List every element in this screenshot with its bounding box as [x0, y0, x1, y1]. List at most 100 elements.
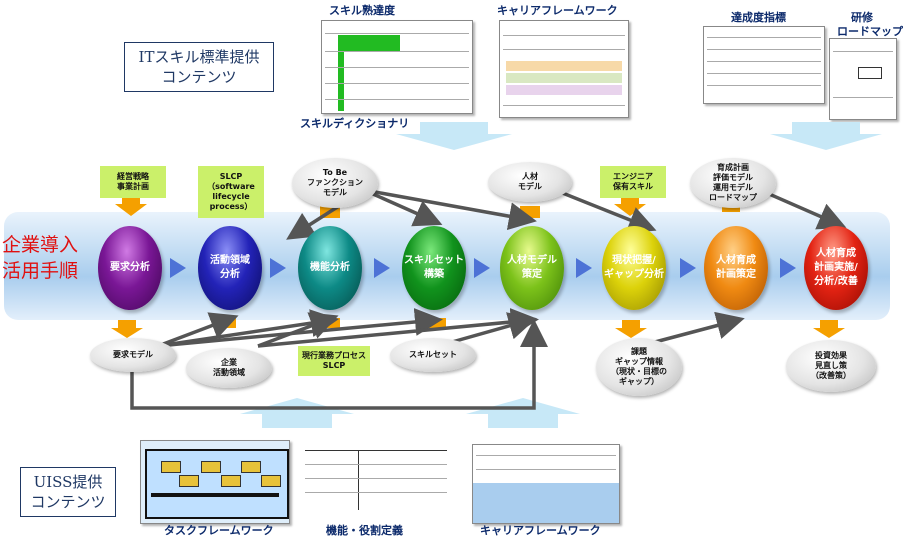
- training-roadmap-label-2: ロードマップ: [837, 25, 903, 38]
- achievement-index-thumbnail: [703, 26, 825, 104]
- tobe-line1: To Be: [322, 168, 348, 177]
- hr-model-line2: モデル: [518, 182, 542, 191]
- dev-plan-line1: 育成計画: [717, 163, 749, 172]
- uiss-box: UISS提供 コンテンツ: [20, 467, 116, 517]
- phase-label: 現状把握/: [612, 255, 656, 266]
- enterprise-area-line2: 活動領域: [213, 368, 245, 377]
- roi-line1: 投資効果: [815, 351, 847, 360]
- it-skill-standard-box: ITスキル標準提供 コンテンツ: [124, 42, 274, 92]
- uiss-line1: UISS提供: [33, 473, 103, 491]
- enterprise-area-line1: 企業: [221, 358, 237, 367]
- phase-label: 機能分析: [310, 262, 350, 273]
- hr-model-line1: 人材: [522, 172, 538, 181]
- flow-arrow-3: [374, 258, 390, 278]
- phase-label: 構築: [424, 269, 444, 280]
- big-arrow-skill-dictionary: [396, 122, 512, 150]
- slcp-line1: SLCP: [219, 172, 243, 181]
- phase-label: 計画策定: [716, 269, 756, 280]
- phase-label: 要求分析: [110, 262, 150, 273]
- phase-label: 策定: [522, 269, 542, 280]
- skill-level-sheet-thumbnail: [321, 20, 473, 114]
- side-title-line1: 企業導入: [2, 234, 79, 256]
- flow-arrow-2: [270, 258, 286, 278]
- training-roadmap-thumbnail: [829, 38, 897, 120]
- career-framework-top-thumbnail: [499, 20, 629, 118]
- it-skill-line1: ITスキル標準提供: [138, 48, 260, 66]
- engineer-skill-box: エンジニア保有スキル: [600, 166, 666, 198]
- issues-cloud: 課題ギャップ情報（現状・目標のギャップ）: [596, 338, 682, 396]
- phase-label: 分析/改善: [814, 276, 858, 287]
- career-framework-top-label: キャリアフレームワーク: [497, 4, 618, 17]
- flow-arrow-4: [474, 258, 490, 278]
- phase-skill-set-construction: スキルセット構築: [402, 226, 466, 310]
- hr-model-cloud: 人材モデル: [488, 162, 572, 202]
- phase-dev-plan-creation: 人材育成計画策定: [704, 226, 768, 310]
- req-model-label: 要求モデル: [113, 350, 153, 359]
- skill-set-cloud: スキルセット: [390, 338, 476, 372]
- skill-level-label: スキル熟達度: [329, 4, 395, 17]
- big-arrow-roadmap: [770, 122, 882, 150]
- flow-arrow-7: [780, 258, 796, 278]
- big-arrow-uiss-right: [466, 398, 580, 428]
- dev-plan-cloud: 育成計画評価モデル運用モデルロードマップ: [690, 158, 776, 208]
- flow-arrow-6: [680, 258, 696, 278]
- issues-line3: （現状・目標の: [611, 367, 667, 376]
- side-title-line2: 活用手順: [2, 260, 79, 282]
- achievement-index-label: 達成度指標: [731, 11, 786, 24]
- phase-label: スキルセット: [404, 255, 464, 266]
- current-process-line1: 現行業務プロセス: [302, 351, 366, 360]
- phase-label: 人材モデル: [507, 255, 557, 266]
- phase-activity-area-analysis: 活動領域分析: [198, 226, 262, 310]
- it-skill-line2: コンテンツ: [161, 68, 237, 86]
- tobe-line3: モデル: [323, 188, 347, 197]
- training-roadmap-label-1: 研修: [851, 11, 873, 24]
- current-process-line2: SLCP: [322, 361, 346, 370]
- function-role-thumbnail: [302, 444, 450, 520]
- phase-label: 人材育成: [716, 255, 756, 266]
- slcp-line2: （software: [207, 182, 255, 191]
- dev-plan-line3: 運用モデル: [713, 183, 753, 192]
- big-arrow-uiss-left: [240, 398, 354, 428]
- enterprise-area-cloud: 企業活動領域: [186, 348, 272, 388]
- career-framework-bottom-label: キャリアフレームワーク: [480, 524, 601, 537]
- task-framework-label: タスクフレームワーク: [164, 524, 274, 537]
- engineer-skill-line2: 保有スキル: [613, 182, 653, 191]
- issues-line2: ギャップ情報: [615, 357, 663, 366]
- skill-set-label: スキルセット: [409, 350, 457, 359]
- req-model-cloud: 要求モデル: [90, 338, 176, 372]
- career-framework-bottom-thumbnail: [472, 444, 620, 524]
- issues-line4: ギャップ）: [619, 377, 659, 386]
- phase-gap-analysis: 現状把握/ギャップ分析: [602, 226, 666, 310]
- slcp-line3: lifecycle: [212, 192, 250, 201]
- engineer-skill-line1: エンジニア: [613, 172, 653, 181]
- phase-requirements-analysis: 要求分析: [98, 226, 162, 310]
- phase-label: ギャップ分析: [604, 269, 664, 280]
- slcp-line4: process）: [209, 202, 253, 211]
- phase-label: 活動領域: [210, 255, 250, 266]
- roi-line3: （改善策）: [811, 371, 851, 380]
- function-role-label: 機能・役割定義: [326, 524, 403, 537]
- tobe-line2: ファンクション: [307, 178, 363, 187]
- side-title: 企業導入 活用手順: [2, 232, 102, 284]
- roi-cloud: 投資効果見直し策（改善策）: [786, 340, 876, 392]
- mgmt-strategy-line2: 事業計画: [117, 182, 149, 191]
- mgmt-strategy-box: 経営戦略事業計画: [100, 166, 166, 198]
- flow-arrow-1: [170, 258, 186, 278]
- phase-label: 人材育成: [816, 248, 856, 259]
- task-framework-thumbnail: [140, 440, 290, 524]
- uiss-line2: コンテンツ: [30, 493, 106, 511]
- phase-dev-plan-execution: 人材育成計画実施/分析/改善: [804, 226, 868, 310]
- dev-plan-line2: 評価モデル: [713, 173, 753, 182]
- phase-function-analysis: 機能分析: [298, 226, 362, 310]
- skill-dictionary-label: スキルディクショナリ: [300, 117, 410, 130]
- phase-label: 分析: [220, 269, 240, 280]
- phase-label: 計画実施/: [814, 262, 858, 273]
- flow-arrow-5: [576, 258, 592, 278]
- mgmt-strategy-line1: 経営戦略: [117, 172, 149, 181]
- roi-line2: 見直し策: [815, 361, 847, 370]
- issues-line1: 課題: [631, 347, 647, 356]
- phase-hr-model-definition: 人材モデル策定: [500, 226, 564, 310]
